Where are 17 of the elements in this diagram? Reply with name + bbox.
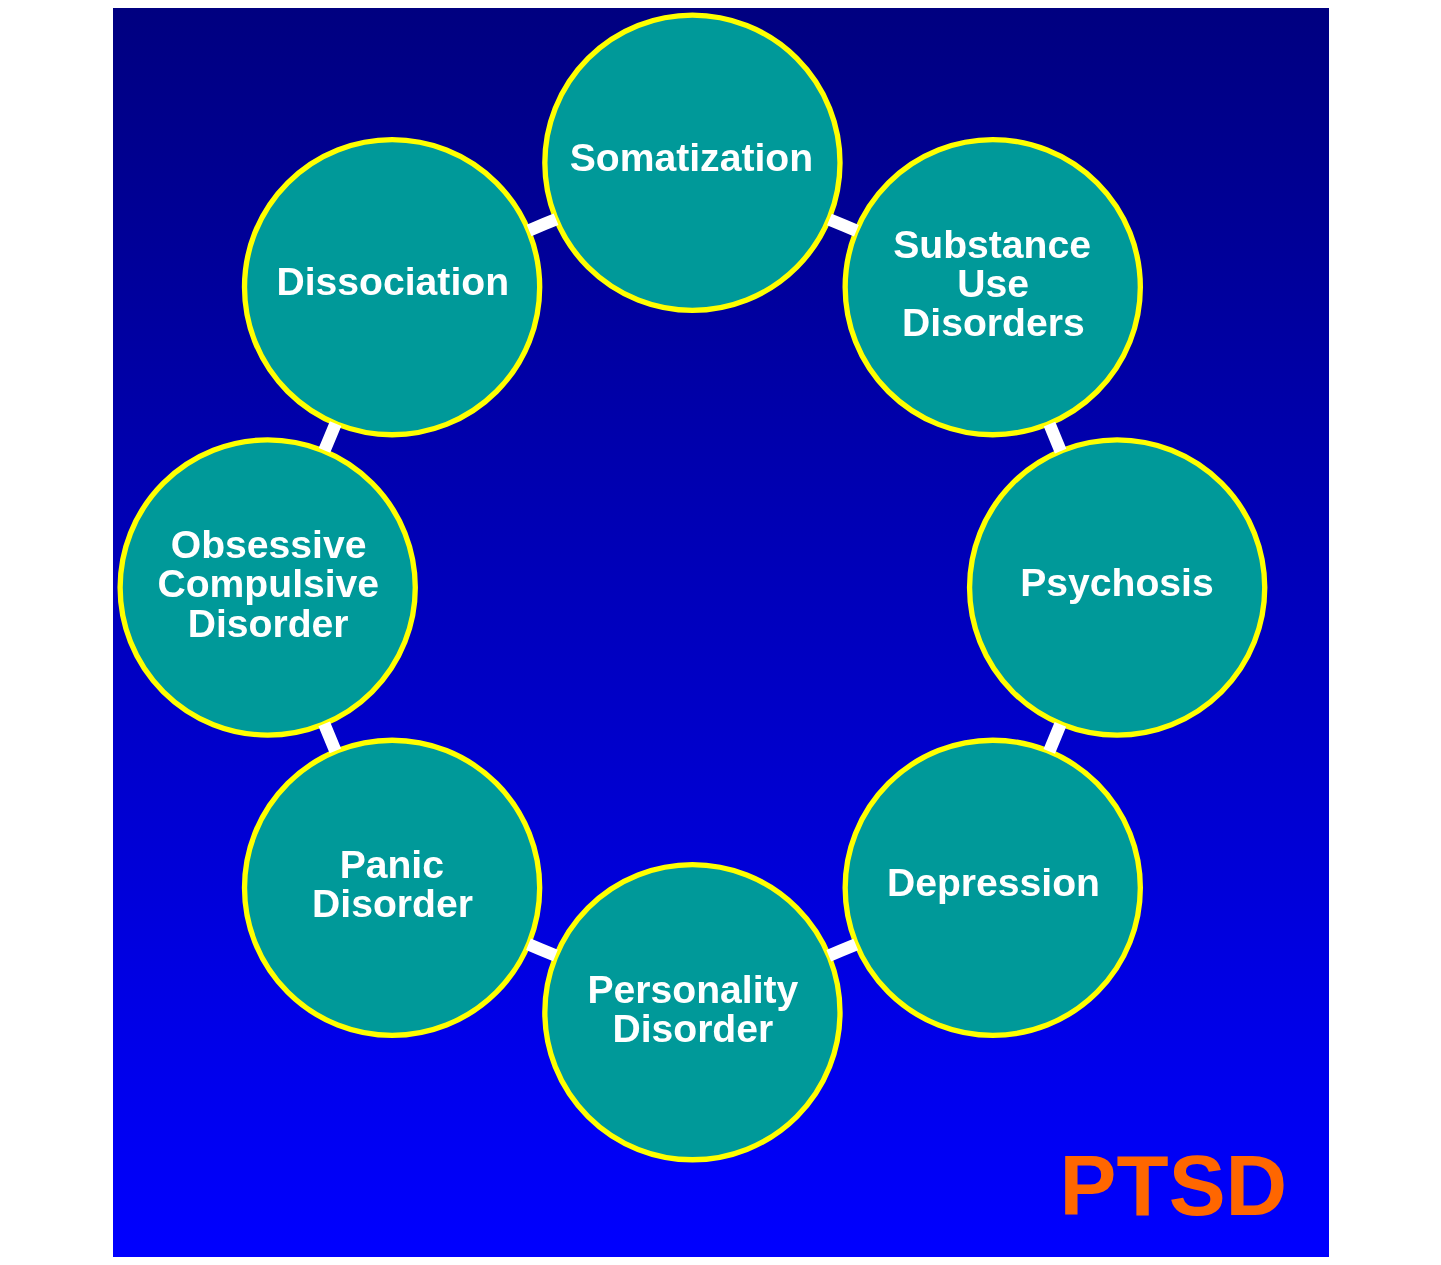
connector [1043, 421, 1066, 454]
node-circle: Panic Disorder [241, 737, 542, 1039]
node-circle: Personality Disorder [541, 861, 843, 1163]
connector [318, 421, 341, 453]
connector [526, 213, 558, 237]
label: PTSD [1059, 1137, 1287, 1233]
node-circle: Psychosis [966, 437, 1267, 738]
node-circle: Obsessive Compulsive Disorder [116, 437, 418, 738]
node-circle: Substance Use Disorders [842, 136, 1143, 438]
connector [825, 938, 858, 962]
node-circle: Somatization [541, 12, 843, 313]
node-circle: Depression [842, 737, 1143, 1039]
connector [317, 721, 341, 754]
connector [525, 938, 558, 962]
node-circle: Dissociation [241, 136, 542, 438]
connector [1043, 722, 1066, 754]
connector [826, 213, 859, 237]
